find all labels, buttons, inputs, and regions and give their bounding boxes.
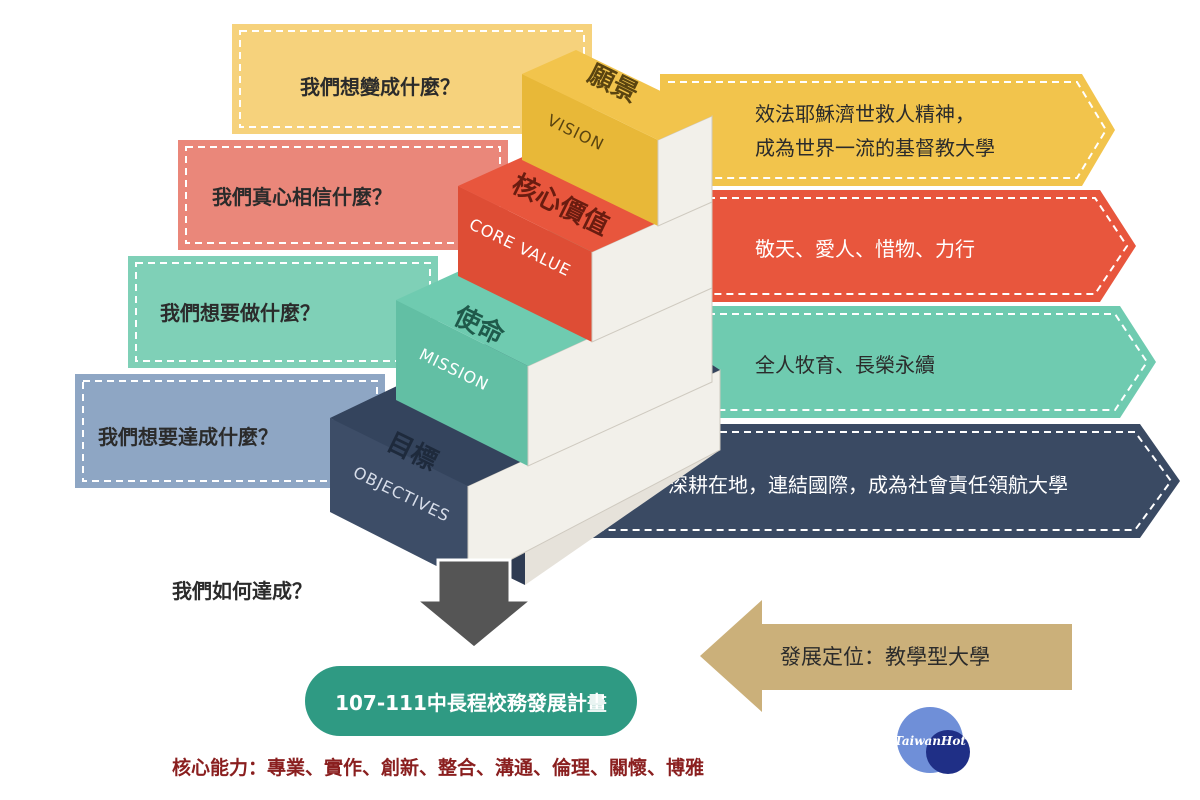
question-banner-core-value: 我們真心相信什麼？ (178, 140, 508, 250)
question-core-value: 我們真心相信什麼？ (212, 185, 392, 209)
question-mission: 我們想要做什麼？ (160, 301, 320, 325)
answer-objectives: 深耕在地，連結國際，成為社會責任領航大學 (668, 473, 1068, 497)
watermark-text: TaiwanHot (894, 734, 966, 748)
question-banner-mission: 我們想要做什麼？ (128, 256, 438, 368)
answer-vision-line1: 效法耶穌濟世救人精神， (755, 102, 975, 126)
positioning-arrow: 發展定位：教學型大學 (700, 600, 1072, 712)
question-objectives: 我們想要達成什麼？ (98, 425, 278, 449)
answer-vision-line2: 成為世界一流的基督教大學 (755, 136, 995, 160)
plan-label: 107-111中長程校務發展計畫 (335, 691, 607, 715)
taiwanhot-logo: TaiwanHot (894, 707, 970, 774)
plan-pill: 107-111中長程校務發展計畫 (305, 666, 637, 736)
answer-mission: 全人牧育、長榮永續 (755, 353, 935, 377)
answer-arrow-core-value: 敬天、愛人、惜物、力行 (700, 190, 1136, 302)
book-core-value: 核心價值 CORE VALUE (458, 132, 713, 343)
positioning-label: 發展定位：教學型大學 (780, 645, 990, 669)
question-vision: 我們想變成什麼？ (300, 75, 460, 99)
question-how: 我們如何達成？ (172, 579, 312, 603)
answer-arrow-mission: 全人牧育、長榮永續 (700, 306, 1156, 418)
answer-core-value: 敬天、愛人、惜物、力行 (755, 237, 975, 261)
core-abilities: 核心能力：專業、實作、創新、整合、溝通、倫理、關懷、博雅 (172, 756, 704, 779)
book-vision: 願景 VISION (522, 50, 713, 227)
down-arrow (411, 558, 537, 650)
answer-arrow-vision: 效法耶穌濟世救人精神， 成為世界一流的基督教大學 (660, 74, 1115, 186)
